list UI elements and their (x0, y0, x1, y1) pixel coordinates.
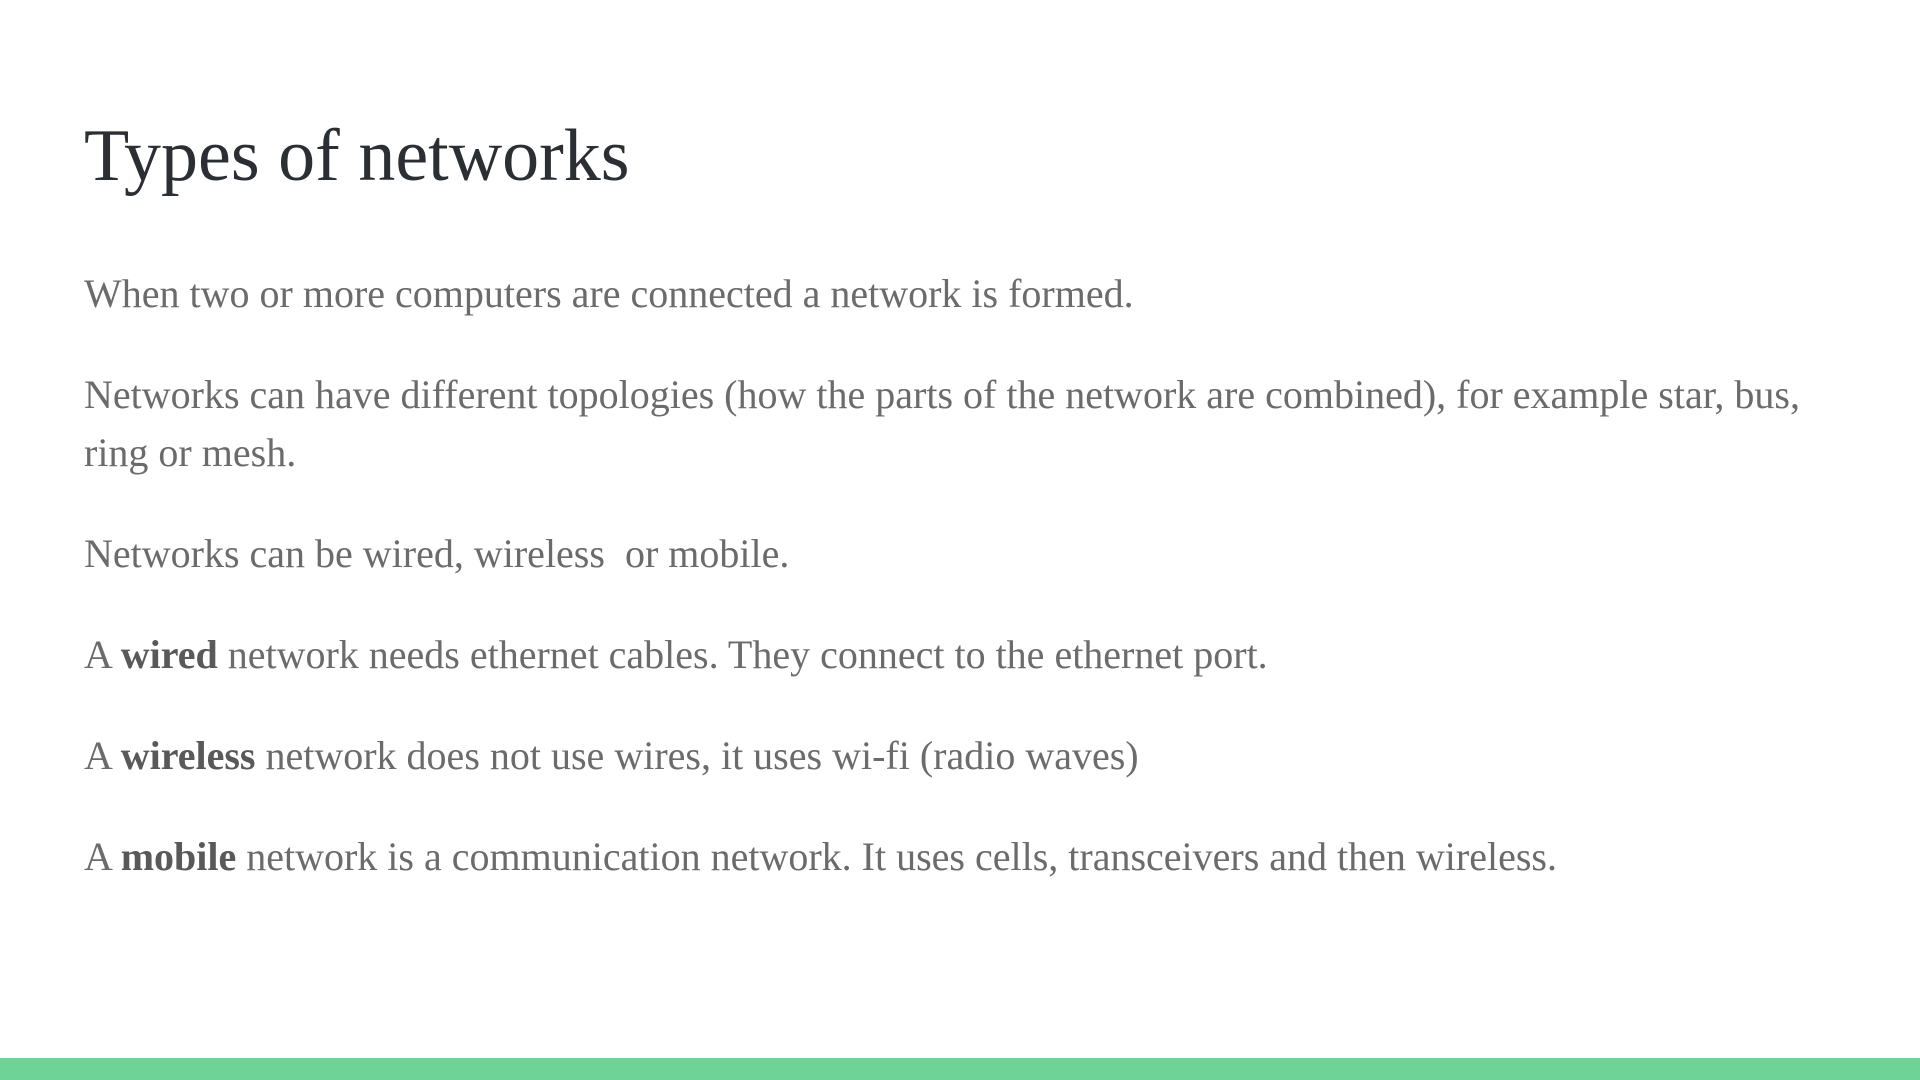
mobile-description: network is a communication network. It u… (236, 834, 1557, 879)
accent-bar (0, 1058, 1920, 1080)
wireless-description: network does not use wires, it uses wi-f… (255, 733, 1139, 778)
wired-pre: A (84, 632, 121, 677)
paragraph-topologies: Networks can have different topologies (… (84, 372, 1800, 475)
mobile-pre: A (84, 834, 121, 879)
mobile-term: mobile (120, 834, 237, 879)
wireless-pre: A (84, 733, 121, 778)
slide-title: Types of networks (84, 115, 630, 197)
paragraph-network-definition: When two or more computers are connected… (84, 271, 1134, 316)
paragraph-mobile: A mobile network is a communication netw… (84, 828, 1844, 886)
paragraph-wireless: A wireless network does not use wires, i… (84, 727, 1844, 785)
paragraph-network-kinds: Networks can be wired, wireless or mobil… (84, 531, 790, 576)
wireless-term: wireless (120, 733, 256, 778)
slide-body: When two or more computers are connected… (84, 265, 1844, 929)
wired-term: wired (120, 632, 218, 677)
paragraph-wired: A wired network needs ethernet cables. T… (84, 626, 1844, 684)
wired-description: network needs ethernet cables. They conn… (217, 632, 1268, 677)
